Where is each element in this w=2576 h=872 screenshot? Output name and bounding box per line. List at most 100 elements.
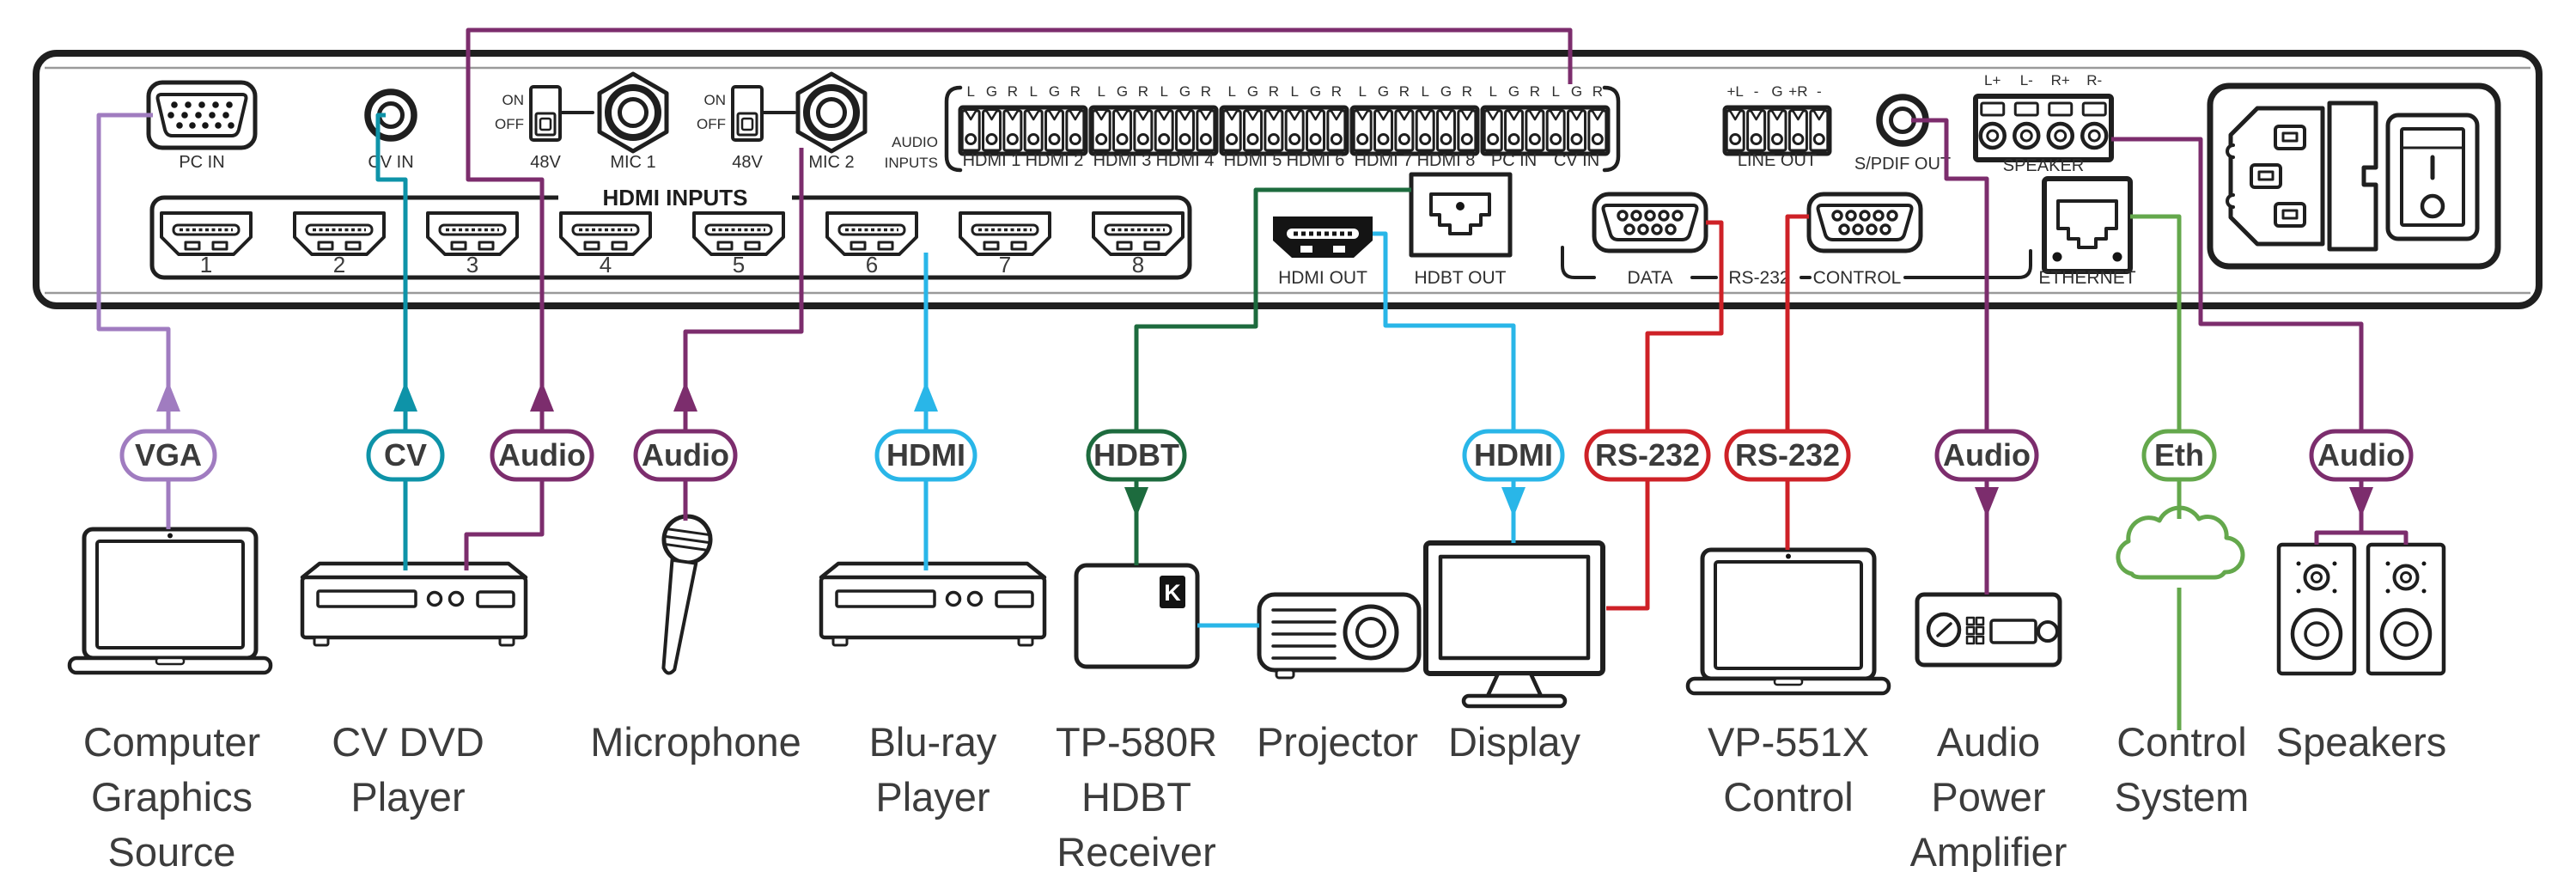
terminal-clamp (964, 109, 977, 121)
svg-text:RS-232: RS-232 (1735, 437, 1840, 473)
hdmi-port-2-label: 2 (333, 252, 345, 277)
svg-text:VGA: VGA (135, 437, 202, 473)
terminal-letter: G (1247, 83, 1258, 100)
terminal-clamp (1157, 109, 1171, 121)
hdbt-out-connector (1409, 172, 1513, 258)
label-audio-power-amplifier: Audio (1937, 719, 2040, 765)
terminal-clamp (1591, 109, 1605, 121)
terminal-letter: G (1571, 83, 1582, 100)
terminal-letter: G (986, 83, 997, 100)
svg-text:Player: Player (875, 774, 990, 820)
hdmi-port-5-label: 5 (733, 252, 745, 277)
terminal-screw (1591, 133, 1604, 145)
terminal-screw (1398, 133, 1410, 145)
wire-audio-dvd (464, 27, 1573, 570)
connection-type-pills: VGA CV Audio Audio HDMI HDBT HDMI RS-232… (119, 429, 2414, 482)
terminal-screw-center (1986, 129, 2000, 143)
terminal-clamp (1136, 109, 1150, 121)
arrow-down-hdbt (1124, 487, 1148, 517)
terminal-letter: R (1008, 83, 1018, 100)
hdmi-port-7-label: 7 (999, 252, 1011, 277)
terminal-clamp (1069, 109, 1082, 121)
label-vp551x-control: VP-551X (1708, 719, 1869, 765)
wire-arrows (156, 381, 2373, 517)
terminal-clamp (1026, 109, 1040, 121)
terminal-screw-center (2087, 129, 2101, 143)
terminal-letter: L (1421, 83, 1428, 100)
svg-text:HDMI: HDMI (886, 437, 965, 473)
power-inlet-module (2207, 82, 2501, 270)
arrow-up-hdmi (914, 381, 938, 412)
terminal-clamp (2013, 101, 2039, 117)
svg-text:Graphics: Graphics (91, 774, 253, 820)
kramer-logo: K (1164, 580, 1181, 606)
switch2-off-label: OFF (697, 116, 726, 132)
pill-eth: Eth (2141, 429, 2217, 482)
terminal-screw (1550, 133, 1562, 145)
terminal-clamp (2081, 101, 2107, 117)
terminal-letter: G (1378, 83, 1389, 100)
terminal-block-label: CV IN (1554, 151, 1599, 170)
terminal-screw (1440, 133, 1452, 145)
terminal-letter: +R (1788, 83, 1807, 100)
mic1-jack (600, 74, 667, 151)
power-pins (2250, 125, 2306, 228)
device-labels: Computer Graphics Source CV DVD Player M… (83, 719, 2446, 872)
terminal-block-label: HDMI 5 (1224, 151, 1282, 170)
spdif-out-label: S/PDIF OUT (1854, 155, 1951, 174)
terminal-letter: L (1097, 83, 1105, 100)
terminal-screw (1095, 133, 1108, 145)
phantom-switch-2 (731, 85, 764, 142)
label-computer-graphics-source: Computer (83, 719, 260, 765)
terminal-screw (1069, 133, 1081, 145)
label-control-system: Control (2116, 719, 2247, 765)
terminal-clamp (1750, 109, 1763, 121)
ethernet-label: ETHERNET (2038, 268, 2135, 288)
terminal-clamp (1570, 109, 1583, 121)
svg-text:HDMI: HDMI (1474, 437, 1553, 473)
arrow-up-vga (156, 381, 180, 412)
terminal-screw (1377, 133, 1390, 145)
terminal-letter: L (1290, 83, 1298, 100)
arrow-down-audio-speakers (2349, 487, 2373, 517)
terminal-screw (1136, 133, 1149, 145)
terminal-letter: G (1117, 83, 1128, 100)
terminal-clamp (1225, 109, 1239, 121)
terminal-letter: R+ (2051, 72, 2070, 88)
network-cloud-icon (2116, 505, 2245, 580)
label-tp580r-hdbt-receiver: TP-580R (1056, 719, 1217, 765)
svg-text:Control: Control (1723, 774, 1854, 820)
arrow-up-cv (393, 381, 417, 412)
switch1-off-label: OFF (495, 116, 524, 132)
svg-text:Amplifier: Amplifier (1910, 829, 2067, 872)
audio-power-amplifier-icon (1915, 592, 2062, 668)
line-out-label: LINE OUT (1738, 151, 1817, 170)
connection-wires (96, 27, 2409, 730)
svg-text:Receiver: Receiver (1057, 829, 1215, 872)
terminal-clamp (1418, 109, 1432, 121)
terminal-screw-center (2019, 129, 2033, 143)
terminal-screw (1309, 133, 1322, 145)
mic2-jack (798, 74, 865, 151)
terminal-letter: G (1440, 83, 1452, 100)
terminal-screw (1750, 133, 1763, 145)
terminal-clamp (1246, 109, 1259, 121)
wire-rs232-control (1785, 214, 1809, 550)
svg-text:RS-232: RS-232 (1595, 437, 1700, 473)
terminal-letter: R (1530, 83, 1540, 100)
terminal-screw (1158, 133, 1171, 145)
audio-inputs-label-1: AUDIO (892, 134, 938, 150)
terminal-letter: G (1771, 83, 1782, 100)
terminal-clamp (1199, 109, 1213, 121)
terminal-screw (1460, 133, 1473, 145)
svg-text:HDBT: HDBT (1081, 774, 1191, 820)
terminal-clamp (1486, 109, 1500, 121)
terminal-clamp (1178, 109, 1191, 121)
wire-vga (96, 113, 171, 529)
rs232-bracket-left (1561, 246, 1596, 279)
terminal-clamp (1528, 109, 1542, 121)
terminal-clamp (1094, 109, 1108, 121)
microphone-icon (661, 514, 713, 675)
pill-hdmi-bluray: HDMI (874, 429, 977, 482)
